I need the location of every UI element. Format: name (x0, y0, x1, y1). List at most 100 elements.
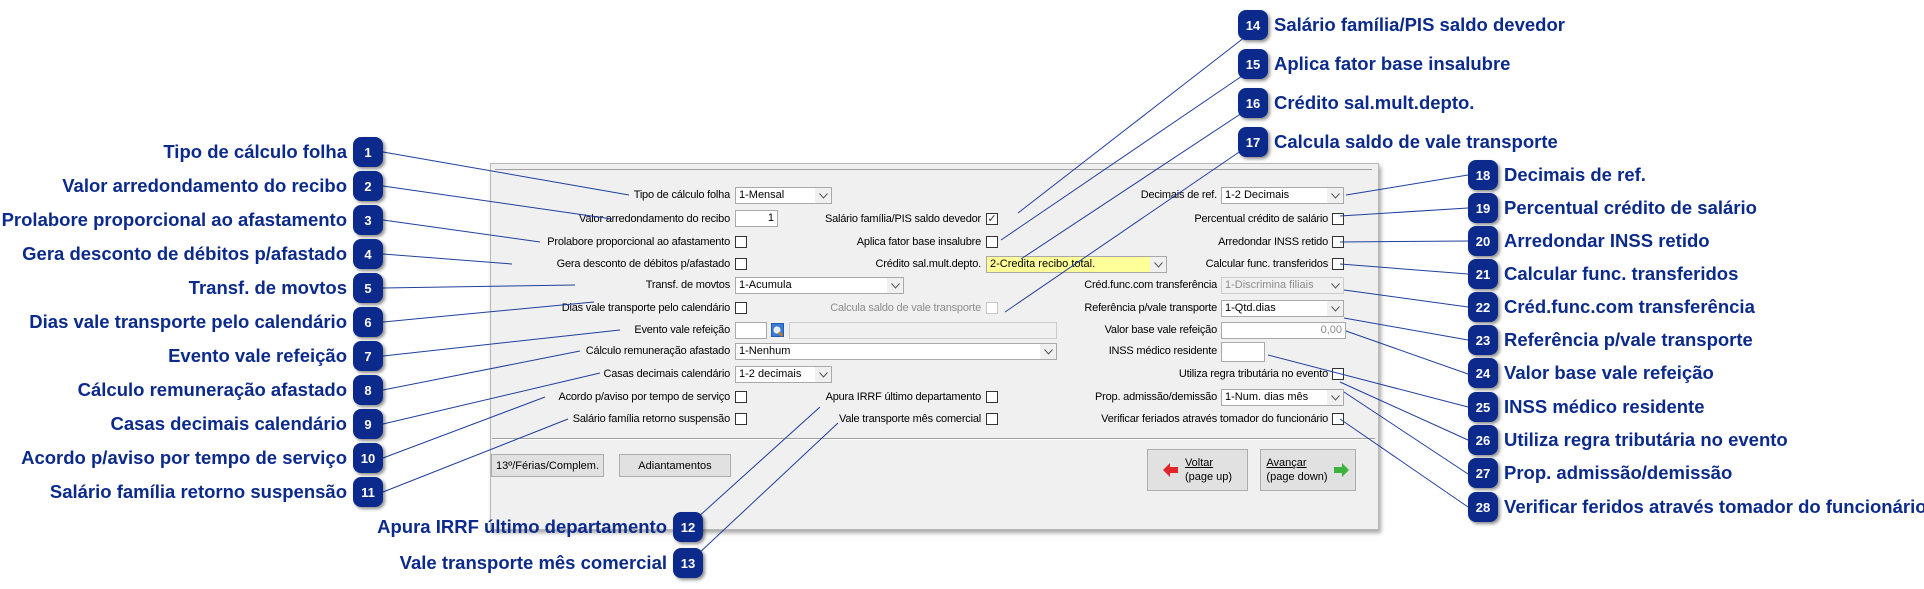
arredondar-inss-checkbox[interactable] (1332, 236, 1344, 248)
utiliza-regra-checkbox[interactable] (1332, 368, 1344, 380)
calcular-func-label: Calcular func. transferidos (1205, 258, 1329, 270)
avancar-label: Avançar (1266, 457, 1307, 469)
percentual-credito-label: Percentual crédito de salário (1194, 213, 1328, 225)
apura-irrf-checkbox[interactable] (986, 391, 998, 403)
transf-movtos-select[interactable]: 1-Acumula (735, 277, 904, 294)
callout-badge-7: 7 (353, 341, 383, 371)
salario-familia-susp-checkbox[interactable] (735, 413, 747, 425)
callout-label-24: Valor base vale refeição (1504, 362, 1714, 383)
callout-label-25: INSS médico residente (1504, 396, 1705, 417)
arredondar-inss-label: Arredondar INSS retido (1218, 236, 1328, 248)
callout-badge-5: 5 (353, 273, 383, 303)
callout-label-28: Verificar feridos através tomador do fun… (1504, 496, 1924, 517)
callout-label-16: Crédito sal.mult.depto. (1274, 92, 1475, 113)
callout-label-26: Utiliza regra tributária no evento (1504, 429, 1788, 450)
evento-vale-input[interactable] (735, 322, 767, 339)
tipo-calculo-select[interactable]: 1-Mensal (735, 187, 832, 204)
decimais-ref-select[interactable]: 1-2 Decimais (1221, 187, 1344, 204)
callout-label-17: Calcula saldo de vale transporte (1274, 131, 1558, 152)
prolabore-checkbox[interactable] (735, 236, 747, 248)
calcula-saldo-checkbox (986, 302, 998, 314)
callout-label-27: Prop. admissão/demissão (1504, 462, 1733, 483)
valor-arredondamento-input[interactable]: 1 (735, 210, 778, 227)
valor-base-input[interactable]: 0,00 (1221, 322, 1346, 339)
callout-badge-28: 28 (1468, 492, 1498, 522)
callout-badge-10: 10 (353, 443, 383, 473)
verificar-feriados-checkbox[interactable] (1332, 413, 1344, 425)
callout-badge-13: 13 (673, 548, 703, 578)
transf-movtos-label: Transf. de movtos (645, 279, 730, 291)
callout-label-13: Vale transporte mês comercial (399, 552, 667, 573)
referencia-vale-label: Referência p/vale transporte (1084, 302, 1217, 314)
callout-badge-21: 21 (1468, 259, 1498, 289)
callout-badge-15: 15 (1238, 49, 1268, 79)
referencia-vale-select[interactable]: 1-Qtd.dias (1221, 300, 1344, 317)
avancar-hint: (page down) (1266, 471, 1328, 483)
tipo-calculo-value: 1-Mensal (739, 189, 785, 201)
callout-label-10: Acordo p/aviso por tempo de serviço (21, 447, 347, 468)
chevron-down-icon (1150, 257, 1166, 272)
callout-badge-20: 20 (1468, 226, 1498, 256)
cred-func-label: Créd.func.com transferência (1084, 279, 1217, 291)
callout-label-18: Decimais de ref. (1504, 164, 1646, 185)
acordo-aviso-label: Acordo p/aviso por tempo de serviço (558, 391, 730, 403)
callout-label-8: Cálculo remuneração afastado (77, 379, 347, 400)
callout-badge-11: 11 (353, 477, 383, 507)
ferias-complem-button[interactable]: 13º/Férias/Complem. (491, 454, 604, 477)
callout-badge-3: 3 (353, 205, 383, 235)
callout-badge-9: 9 (353, 409, 383, 439)
callout-label-6: Dias vale transporte pelo calendário (29, 311, 347, 332)
percentual-credito-checkbox[interactable] (1332, 213, 1344, 225)
vale-mes-comercial-label: Vale transporte mês comercial (839, 413, 981, 425)
calcular-func-checkbox[interactable] (1332, 258, 1344, 270)
inss-medico-label: INSS médico residente (1108, 345, 1218, 357)
callout-label-5: Transf. de movtos (188, 277, 347, 298)
verificar-feriados-label: Verificar feriados através tomador do fu… (1101, 413, 1328, 425)
salario-familia-pis-checkbox[interactable]: ✓ (986, 213, 998, 225)
calculo-rem-label: Cálculo remuneração afastado (585, 345, 730, 357)
callout-label-20: Arredondar INSS retido (1504, 230, 1710, 251)
casas-decimais-value: 1-2 decimais (739, 368, 802, 380)
callout-badge-23: 23 (1468, 325, 1498, 355)
callout-badge-22: 22 (1468, 292, 1498, 322)
acordo-aviso-checkbox[interactable] (735, 391, 747, 403)
transf-movtos-value: 1-Acumula (739, 279, 792, 291)
callout-badge-2: 2 (353, 171, 383, 201)
casas-decimais-select[interactable]: 1-2 decimais (735, 366, 832, 383)
voltar-button[interactable]: Voltar(page up) (1147, 449, 1248, 491)
calculo-rem-select[interactable]: 1-Nenhum (735, 343, 1057, 360)
callout-label-23: Referência p/vale transporte (1504, 329, 1753, 350)
chevron-down-icon (815, 188, 831, 203)
callout-badge-17: 17 (1238, 127, 1268, 157)
chevron-down-icon (1327, 390, 1343, 405)
inss-medico-input[interactable] (1221, 342, 1265, 362)
callout-label-14: Salário família/PIS saldo devedor (1274, 14, 1565, 35)
callout-badge-12: 12 (673, 512, 703, 542)
callout-label-2: Valor arredondamento do recibo (62, 175, 347, 196)
referencia-vale-value: 1-Qtd.dias (1225, 302, 1276, 314)
adiantamentos-button[interactable]: Adiantamentos (619, 454, 731, 477)
dias-vale-checkbox[interactable] (735, 302, 747, 314)
callout-label-4: Gera desconto de débitos p/afastado (22, 243, 347, 264)
search-icon[interactable] (771, 323, 784, 337)
vale-mes-comercial-checkbox[interactable] (986, 413, 998, 425)
aplica-fator-checkbox[interactable] (986, 236, 998, 248)
prolabore-label: Prolabore proporcional ao afastamento (547, 236, 730, 248)
arrow-right-icon (1333, 463, 1349, 477)
gera-desconto-checkbox[interactable] (735, 258, 747, 270)
chevron-down-icon (1327, 188, 1343, 203)
avancar-button[interactable]: Avançar (page down) (1260, 449, 1356, 491)
prop-admissao-select[interactable]: 1-Num. dias mês (1221, 389, 1344, 406)
callout-badge-8: 8 (353, 375, 383, 405)
cred-func-select: 1-Discrimina filiais (1221, 277, 1344, 294)
chevron-down-icon (1327, 301, 1343, 316)
callout-label-7: Evento vale refeição (168, 345, 347, 366)
button-separator (492, 438, 1375, 440)
cred-func-value: 1-Discrimina filiais (1225, 279, 1314, 291)
callout-badge-1: 1 (353, 137, 383, 167)
arrow-left-icon (1162, 463, 1178, 477)
credito-sal-select[interactable]: 2-Credita recibo total. (986, 256, 1167, 273)
callout-badge-19: 19 (1468, 193, 1498, 223)
evento-vale-description (789, 322, 1057, 339)
callout-badge-16: 16 (1238, 88, 1268, 118)
